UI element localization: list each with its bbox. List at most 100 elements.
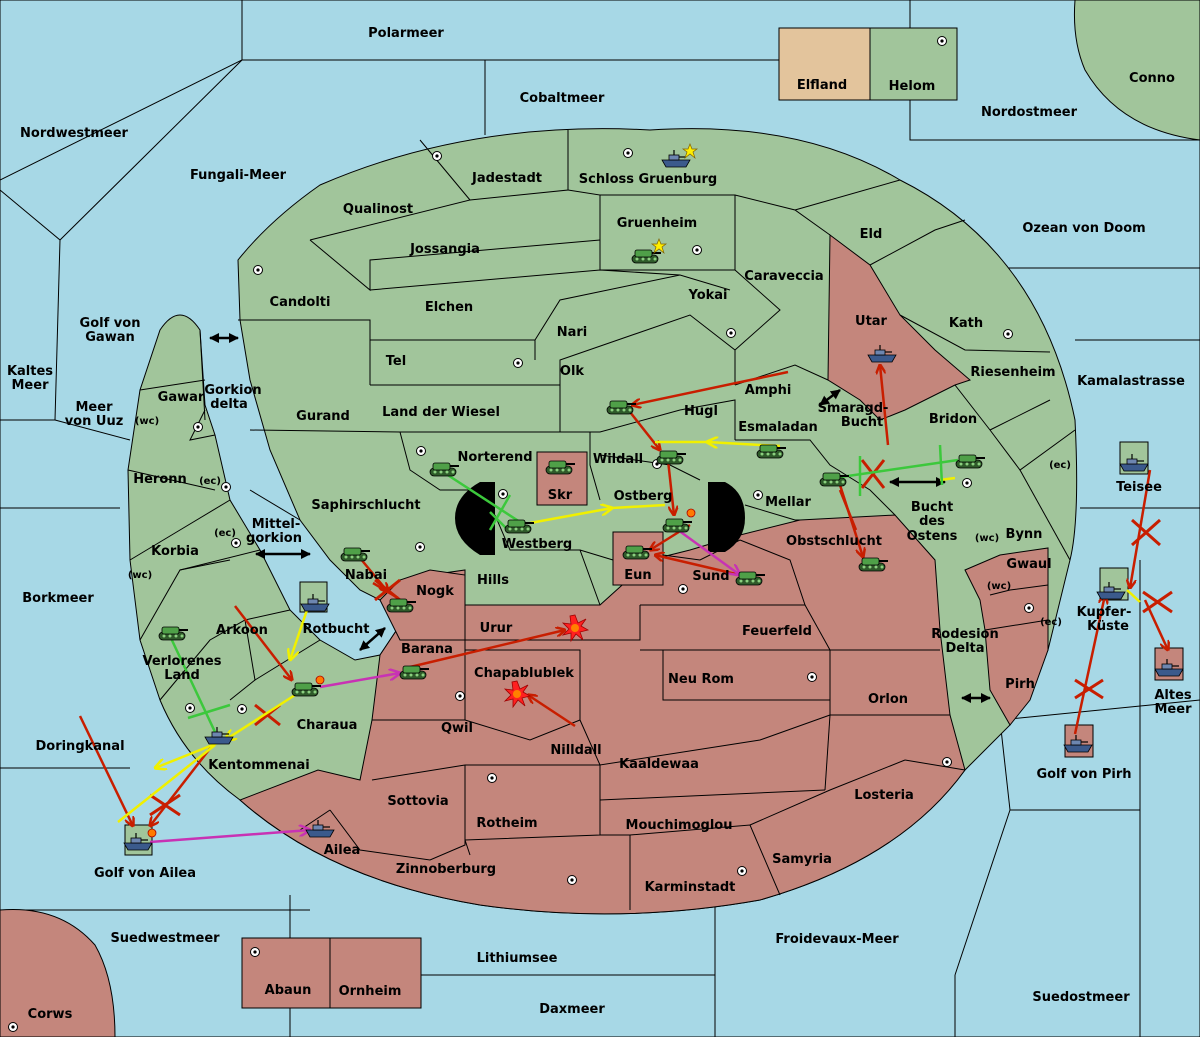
label-nordostmeer: Nordostmeer	[981, 105, 1078, 120]
coast-tag: (ec)	[199, 476, 221, 487]
label-conno: Conno	[1129, 71, 1175, 86]
label-rotbucht: Rotbucht	[303, 622, 370, 637]
label-helom: Helom	[889, 79, 936, 94]
label-gurand: Gurand	[296, 409, 350, 424]
label-yokai: Yokai	[687, 288, 727, 303]
label-cobaltmeer: Cobaltmeer	[520, 91, 605, 106]
label-teisee: Teisee	[1116, 480, 1162, 495]
label-kaltes-2: Meer	[12, 378, 50, 393]
label-nabai: Nabai	[345, 568, 387, 583]
label-verloren-2: Land	[164, 668, 200, 683]
label-altes-1: Altes	[1154, 688, 1192, 703]
label-norterend: Norterend	[457, 450, 532, 465]
label-ornheim: Ornheim	[339, 984, 402, 999]
label-doringkanal: Doringkanal	[35, 739, 124, 754]
label-rotheim: Rotheim	[476, 816, 537, 831]
label-rodesion-1: Rodesion	[931, 627, 998, 642]
label-saphir: Saphirschlucht	[311, 498, 420, 513]
label-bynn: Bynn	[1006, 527, 1043, 542]
label-hills: Hills	[477, 573, 509, 588]
label-land-wiesel: Land der Wiesel	[382, 405, 500, 420]
label-altes-2: Meer	[1155, 702, 1193, 717]
label-fungali: Fungali-Meer	[190, 168, 287, 183]
label-utar: Utar	[855, 314, 888, 329]
label-qualinost: Qualinost	[343, 202, 413, 217]
label-kaltes-1: Kaltes	[7, 364, 53, 379]
units	[123, 143, 1184, 851]
label-borkmeer: Borkmeer	[22, 591, 94, 606]
label-elfland: Elfland	[797, 78, 847, 93]
label-elchen: Elchen	[425, 300, 473, 315]
label-olk: Olk	[560, 364, 585, 379]
label-arkoon: Arkoon	[216, 623, 268, 638]
label-gorkion-1: Gorkion	[204, 383, 261, 398]
label-rodesion-2: Delta	[945, 641, 984, 656]
label-riesenheim: Riesenheim	[970, 365, 1055, 380]
label-nordwestmeer: Nordwestmeer	[20, 126, 128, 141]
label-mittel-2: gorkion	[246, 531, 302, 546]
label-barana: Barana	[401, 642, 453, 657]
label-nogk: Nogk	[416, 584, 454, 599]
label-nari: Nari	[557, 325, 588, 340]
label-jadestadt: Jadestadt	[471, 171, 542, 186]
coast-tag: (wc)	[987, 581, 1011, 592]
label-pirh: Pirh	[1005, 677, 1035, 692]
label-golf-gawan-1: Golf von	[80, 316, 141, 331]
label-abaun: Abaun	[265, 983, 312, 998]
label-wildall: Wildall	[593, 452, 643, 467]
coast-tags: (wc) (ec) (ec) (wc) (ec) (wc) (wc) (ec)	[128, 416, 1071, 628]
label-gawar: Gawar	[158, 390, 205, 405]
coast-tag: (ec)	[1049, 460, 1071, 471]
label-gruenheim: Gruenheim	[617, 216, 697, 231]
label-heronn: Heronn	[133, 472, 187, 487]
label-qwil: Qwil	[441, 721, 473, 736]
label-schloss: Schloss Gruenburg	[579, 172, 717, 187]
label-mouchimoglou: Mouchimoglou	[626, 818, 733, 833]
label-korbia: Korbia	[151, 544, 199, 559]
land-labels: Conno Elfland Helom Jadestadt Schloss Gr…	[28, 71, 1192, 1022]
dislodge-marker	[147, 828, 157, 838]
label-mittel-1: Mittel-	[252, 517, 301, 532]
label-westberg: Westberg	[502, 537, 572, 552]
label-gwaul: Gwaul	[1006, 557, 1051, 572]
label-golf-pirh: Golf von Pirh	[1036, 767, 1131, 782]
label-obstschlucht: Obstschlucht	[786, 534, 882, 549]
label-ailea: Ailea	[324, 843, 361, 858]
label-charaua: Charaua	[297, 718, 358, 733]
dislodge-marker	[315, 675, 325, 685]
label-ozean-doom: Ozean von Doom	[1022, 221, 1145, 236]
label-golf-ailea: Golf von Ailea	[94, 866, 196, 881]
label-gorkion-2: delta	[210, 397, 248, 412]
label-amphi: Amphi	[745, 383, 792, 398]
label-uuz-1: Meer	[76, 400, 114, 415]
label-bridon: Bridon	[929, 412, 977, 427]
label-zinnoberburg: Zinnoberburg	[396, 862, 496, 877]
label-kupfer-1: Kupfer-	[1077, 605, 1132, 620]
label-smaragd-1: Smaragd-	[818, 401, 889, 416]
label-ostberg: Ostberg	[614, 489, 673, 504]
label-skr: Skr	[548, 488, 573, 503]
label-corws: Corws	[28, 1007, 73, 1022]
coast-tag: (ec)	[214, 528, 236, 539]
label-bucht-3: Ostens	[907, 529, 958, 544]
label-suedostmeer: Suedostmeer	[1032, 990, 1130, 1005]
coast-tag: (wc)	[135, 416, 159, 427]
coast-tag: (wc)	[128, 570, 152, 581]
label-suedwestmeer: Suedwestmeer	[110, 931, 220, 946]
label-kath: Kath	[949, 316, 983, 331]
label-kupfer-2: Küste	[1087, 619, 1129, 634]
sea-labels: Polarmeer Cobaltmeer Nordwestmeer Fungal…	[7, 26, 1185, 1017]
label-verloren-1: Verlorenes	[142, 654, 221, 669]
label-golf-gawan-2: Gawan	[85, 330, 134, 345]
label-nilldall: Nilldall	[550, 743, 601, 758]
label-caraveccia: Caraveccia	[744, 269, 823, 284]
label-esmaladan: Esmaladan	[738, 420, 818, 435]
label-uuz-2: von Uuz	[65, 414, 124, 429]
label-candolti: Candolti	[270, 295, 331, 310]
label-karminstadt: Karminstadt	[645, 880, 736, 895]
label-kaaldewaa: Kaaldewaa	[619, 757, 699, 772]
label-eun: Eun	[624, 568, 651, 583]
label-bucht-2: des	[919, 514, 945, 529]
label-chapablublek: Chapablublek	[474, 666, 574, 681]
